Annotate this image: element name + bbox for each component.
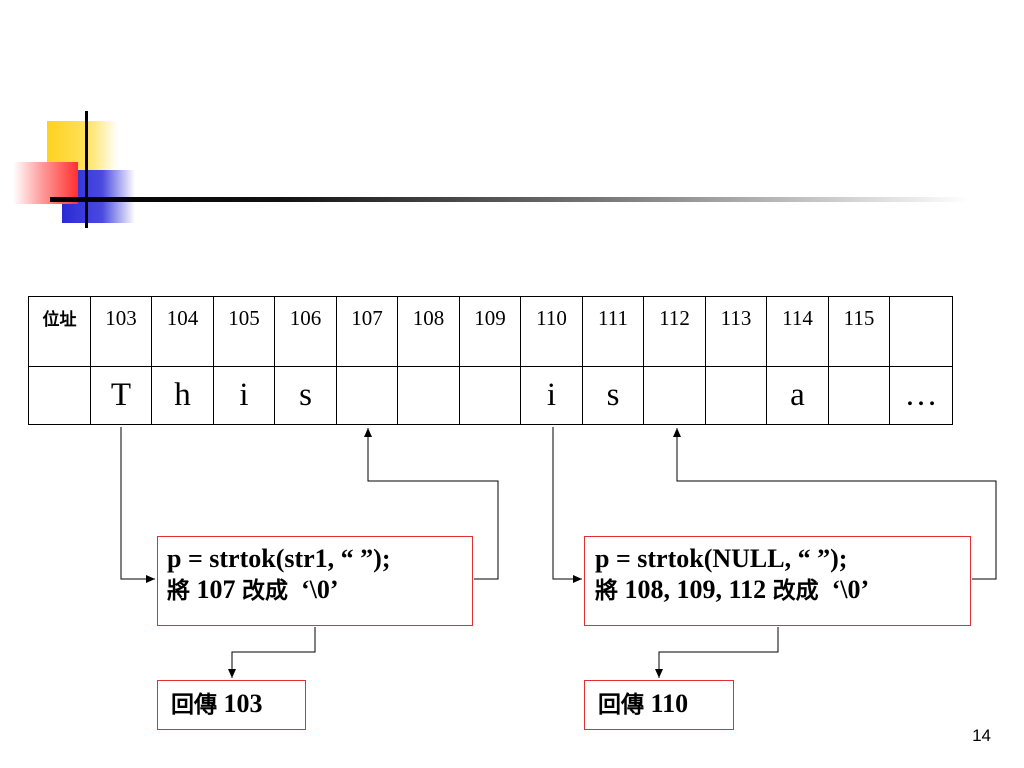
vertical-title-rule [85, 111, 88, 228]
cjk-text: 將 [595, 578, 618, 604]
address-cell: 104 [151, 296, 214, 367]
char-row: T h i s i s a … [28, 366, 953, 425]
address-cell: 105 [213, 296, 275, 367]
char-cell: a [766, 366, 829, 425]
code-line: p = strtok(str1, “ ”); [167, 544, 391, 573]
arrow-call2-to-ret2 [655, 627, 779, 678]
return-box-1: 回傳 103 [157, 680, 306, 730]
address-cell: 114 [766, 296, 829, 367]
return-value: 110 [650, 689, 689, 718]
arrow-i-to-call2 [552, 427, 582, 583]
cjk-text: 回傳 [171, 692, 217, 718]
address-cell: 110 [520, 296, 583, 367]
address-cell: 113 [705, 296, 767, 367]
cjk-text: 回傳 [598, 692, 644, 718]
null-char-literal: ‘\0’ [831, 575, 870, 604]
address-cell: 115 [828, 296, 890, 367]
cjk-text: 將 [167, 578, 190, 604]
address-cell: 109 [459, 296, 521, 367]
char-cell [828, 366, 890, 425]
char-cell: i [213, 366, 275, 425]
cjk-text: 改成 [242, 578, 288, 604]
address-list: 108, 109, 112 [624, 575, 767, 604]
char-row-label-cell [28, 366, 91, 425]
address-list: 107 [196, 575, 236, 604]
horizontal-title-rule [50, 197, 970, 202]
char-cell [459, 366, 521, 425]
page-number: 14 [972, 726, 991, 745]
memory-table: 位址 103 104 105 106 107 108 109 110 111 1… [28, 296, 953, 425]
effect-line: 將 108, 109, 112 改成 ‘\0’ [595, 574, 970, 607]
address-cell: 106 [274, 296, 337, 367]
address-cell: 107 [336, 296, 398, 367]
strtok-call-box-1: p = strtok(str1, “ ”); 將 107 改成 ‘\0’ [157, 536, 473, 626]
char-cell [705, 366, 767, 425]
return-box-2: 回傳 110 [584, 680, 734, 730]
char-cell [336, 366, 398, 425]
arrow-call1-to-ret1 [228, 627, 316, 678]
effect-line: 將 107 改成 ‘\0’ [167, 574, 472, 607]
address-cell: 108 [397, 296, 460, 367]
char-cell: s [582, 366, 644, 425]
return-line: 回傳 103 [171, 688, 305, 721]
arrow-call1-to-107 [364, 428, 499, 580]
arrow-T-to-call1 [120, 427, 155, 583]
code-line: p = strtok(NULL, “ ”); [595, 544, 848, 573]
char-cell [397, 366, 460, 425]
null-char-literal: ‘\0’ [301, 575, 339, 604]
address-cell [889, 296, 953, 367]
strtok-call-box-2: p = strtok(NULL, “ ”); 將 108, 109, 112 改… [584, 536, 971, 626]
return-value: 103 [223, 689, 263, 718]
cjk-text: 改成 [772, 578, 819, 604]
char-cell: … [889, 366, 953, 425]
address-row: 位址 103 104 105 106 107 108 109 110 111 1… [28, 296, 953, 367]
char-cell [643, 366, 706, 425]
arrow-call2-to-112 [673, 428, 997, 580]
return-line: 回傳 110 [598, 688, 733, 721]
